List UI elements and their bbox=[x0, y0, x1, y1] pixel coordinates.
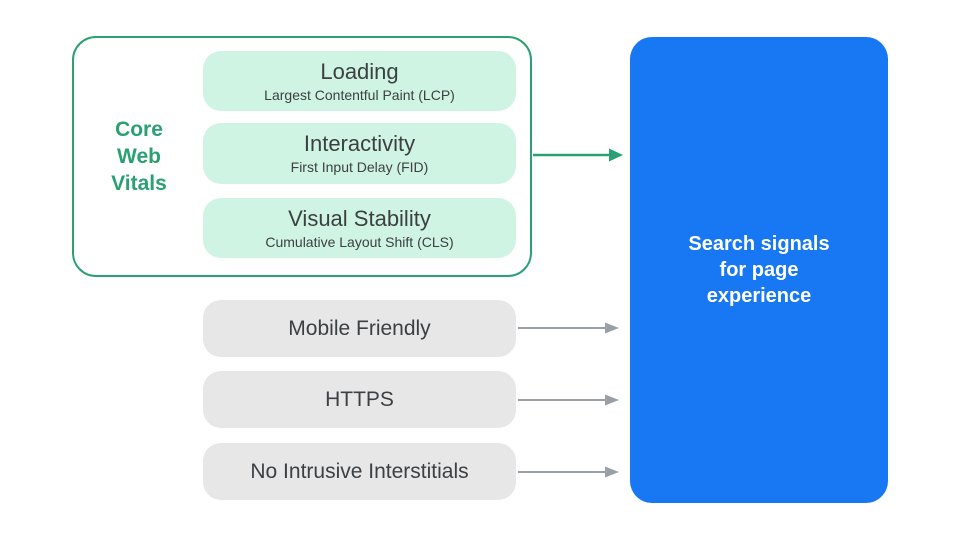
core-web-vitals-group: Core Web Vitals Loading Largest Contentf… bbox=[72, 36, 532, 277]
https-arrow-icon bbox=[518, 394, 619, 406]
signal-label: Mobile Friendly bbox=[288, 316, 431, 340]
signal-pill-mobile-friendly: Mobile Friendly bbox=[203, 300, 516, 357]
mobile-friendly-arrow-icon bbox=[518, 322, 619, 334]
search-signals-text-line: experience bbox=[706, 285, 812, 307]
core-web-vitals-arrow-icon bbox=[533, 148, 623, 162]
vital-title: Loading bbox=[320, 58, 399, 84]
vital-subtitle: First Input Delay (FID) bbox=[290, 159, 429, 175]
core-web-vitals-label-line: Web bbox=[117, 145, 161, 168]
vital-pill-interactivity: Interactivity First Input Delay (FID) bbox=[203, 123, 516, 184]
vital-title: Visual Stability bbox=[288, 205, 431, 231]
search-signals-text-line: for page bbox=[719, 259, 799, 281]
no-intrusive-interstitials-arrow-icon bbox=[518, 466, 619, 478]
core-web-vitals-label-line: Core bbox=[115, 118, 163, 141]
vital-pill-loading: Loading Largest Contentful Paint (LCP) bbox=[203, 51, 516, 111]
signal-pill-https: HTTPS bbox=[203, 371, 516, 428]
core-web-vitals-label: Core Web Vitals bbox=[74, 38, 204, 275]
search-signals-panel: Search signals for page experience bbox=[630, 37, 888, 503]
search-signals-text-line: Search signals bbox=[688, 233, 830, 255]
signal-label: HTTPS bbox=[325, 387, 394, 411]
signal-label: No Intrusive Interstitials bbox=[250, 459, 469, 483]
vital-pill-visual-stability: Visual Stability Cumulative Layout Shift… bbox=[203, 198, 516, 258]
signal-pill-no-intrusive-interstitials: No Intrusive Interstitials bbox=[203, 443, 516, 500]
vital-subtitle: Cumulative Layout Shift (CLS) bbox=[265, 233, 454, 250]
vital-subtitle: Largest Contentful Paint (LCP) bbox=[264, 86, 455, 103]
vital-title: Interactivity bbox=[303, 131, 416, 156]
core-web-vitals-label-line: Vitals bbox=[111, 172, 167, 195]
